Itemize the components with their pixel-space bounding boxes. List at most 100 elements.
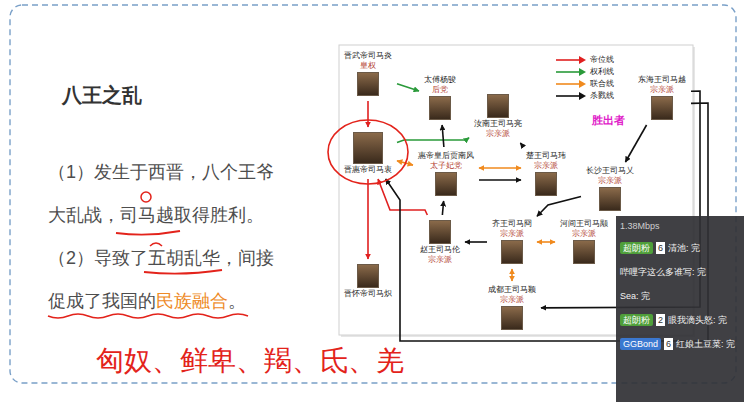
chat-row: Sea: 完	[620, 290, 653, 302]
legend: 帝位线权利线联合线杀戮线	[556, 54, 614, 102]
relation-arrow	[397, 138, 469, 143]
body-text: （1）发生于西晋，八个王爷大乱战，司马越取得胜利。	[48, 162, 274, 225]
person-node: 汝南王司马亮宗亲派	[472, 92, 524, 140]
portrait	[501, 240, 523, 264]
person-node: 齐王司马冏宗亲派	[490, 218, 534, 266]
portrait	[651, 96, 673, 120]
person-node: 楚王司马玮宗亲派	[524, 150, 568, 198]
person-node: 河间王司马颙宗亲派	[558, 218, 610, 266]
slide-title: 八王之乱	[62, 82, 142, 108]
person-name: 长沙王司马乂	[586, 166, 634, 176]
faction-label: 宗亲派	[598, 176, 622, 186]
handwritten-note: 匈奴、鲜卑、羯、氐、羌	[96, 344, 404, 378]
legend-swatch	[556, 68, 586, 76]
red-mark	[150, 243, 162, 246]
relation-arrow	[625, 125, 646, 162]
legend-swatch	[556, 56, 586, 64]
person-name: 汝南王司马亮	[474, 119, 522, 129]
body-text: 民族融合	[156, 291, 228, 311]
paragraph: （1）发生于西晋，八个王爷大乱战，司马越取得胜利。	[48, 151, 284, 237]
faction-label: 宗亲派	[428, 255, 452, 265]
faction-label: 宗亲派	[500, 229, 524, 239]
person-name: 齐王司马冏	[492, 219, 532, 229]
legend-row: 权利线	[556, 66, 614, 78]
legend-text: 联合线	[590, 79, 614, 89]
relation-arrow	[397, 84, 419, 91]
legend-swatch	[556, 80, 586, 88]
person-name: 赵王司马伦	[420, 245, 460, 255]
legend-text: 权利线	[590, 67, 614, 77]
person-node: 赵王司马伦宗亲派	[418, 218, 462, 266]
person-name: 惠帝皇后贾南风	[418, 151, 474, 161]
person-name: 成都王司马颖	[488, 285, 536, 295]
relation-arrow	[479, 167, 521, 169]
chat-text: 超朗粉	[620, 242, 653, 254]
chat-row: 超朗粉2眼我滴头怒: 完	[620, 314, 730, 326]
person-name: 东海王司马越	[638, 75, 686, 85]
person-name: 河间王司马颙	[560, 219, 608, 229]
person-node: 晋武帝司马炎皇权	[342, 50, 394, 98]
portrait	[501, 306, 523, 330]
red-wavy-underline	[48, 314, 248, 318]
portrait	[429, 220, 451, 244]
person-node: 太傅杨骏后党	[422, 74, 458, 122]
legend-row: 帝位线	[556, 54, 614, 66]
person-node: 惠帝皇后贾南风太子妃党	[416, 150, 476, 198]
chat-text: Sea: 完	[620, 290, 650, 302]
chat-text: 1.38Mbps	[620, 220, 660, 232]
person-name: 晋怀帝司马炽	[344, 289, 392, 299]
chat-text: 眼我滴头怒: 完	[668, 314, 727, 326]
relation-arrow	[378, 179, 427, 215]
person-name: 楚王司马玮	[526, 151, 566, 161]
relation-arrow	[511, 269, 513, 281]
person-node: 长沙王司马乂宗亲派	[584, 165, 636, 213]
chat-text: 6	[656, 242, 665, 254]
relation-arrow	[442, 125, 444, 147]
red-underline	[116, 231, 180, 235]
chat-text: 超朗粉	[620, 314, 653, 326]
legend-row: 杀戮线	[556, 90, 614, 102]
chat-text: 6	[664, 338, 673, 350]
chat-text: 2	[656, 314, 665, 326]
chat-overlay: 1.38Mbps超朗粉6清池: 完哔哩字这么多谁写: 完Sea: 完超朗粉2眼我…	[616, 216, 744, 402]
red-underline	[144, 270, 222, 274]
faction-label: 皇权	[360, 61, 376, 71]
person-node: 东海王司马越宗亲派	[636, 74, 688, 122]
portrait	[573, 240, 595, 264]
person-name: 太傅杨骏	[424, 75, 456, 85]
relation-arrow	[367, 179, 369, 259]
red-mark	[141, 192, 151, 202]
portrait	[599, 187, 621, 211]
winner-label: 胜出者	[592, 114, 625, 127]
legend-swatch	[556, 92, 586, 100]
relation-arrow	[465, 241, 487, 243]
relation-arrow	[479, 179, 521, 181]
chat-text: 哔哩字这么多谁写: 完	[620, 266, 706, 278]
faction-label: 宗亲派	[650, 85, 674, 95]
faction-label: 后党	[432, 85, 448, 95]
portrait	[487, 94, 509, 118]
faction-label: 太子妃党	[430, 161, 462, 171]
portrait	[429, 96, 451, 120]
portrait	[353, 132, 383, 164]
portrait	[357, 72, 379, 96]
chat-text: GGBond	[620, 338, 661, 350]
person-node: 成都王司马颖宗亲派	[486, 284, 538, 332]
person-node: 晋惠帝司马衷	[342, 130, 394, 176]
faction-label: 宗亲派	[486, 129, 510, 139]
relation-arrow	[367, 101, 369, 127]
person-name: 晋惠帝司马衷	[344, 165, 392, 175]
chat-row: GGBond6红娘土豆菜: 完	[620, 338, 738, 350]
legend-row: 联合线	[556, 78, 614, 90]
faction-label: 宗亲派	[534, 161, 558, 171]
legend-text: 帝位线	[590, 55, 614, 65]
legend-text: 杀戮线	[590, 91, 614, 101]
portrait	[357, 264, 379, 288]
relation-arrow	[537, 241, 555, 243]
red-circle	[328, 120, 408, 184]
portrait	[435, 172, 457, 196]
paragraph: （2）导致了五胡乱华，间接促成了我国的民族融合。	[48, 237, 284, 323]
chat-text: 红娘土豆菜: 完	[676, 338, 735, 350]
relation-arrow	[537, 196, 581, 216]
chat-row: 1.38Mbps	[620, 220, 663, 232]
